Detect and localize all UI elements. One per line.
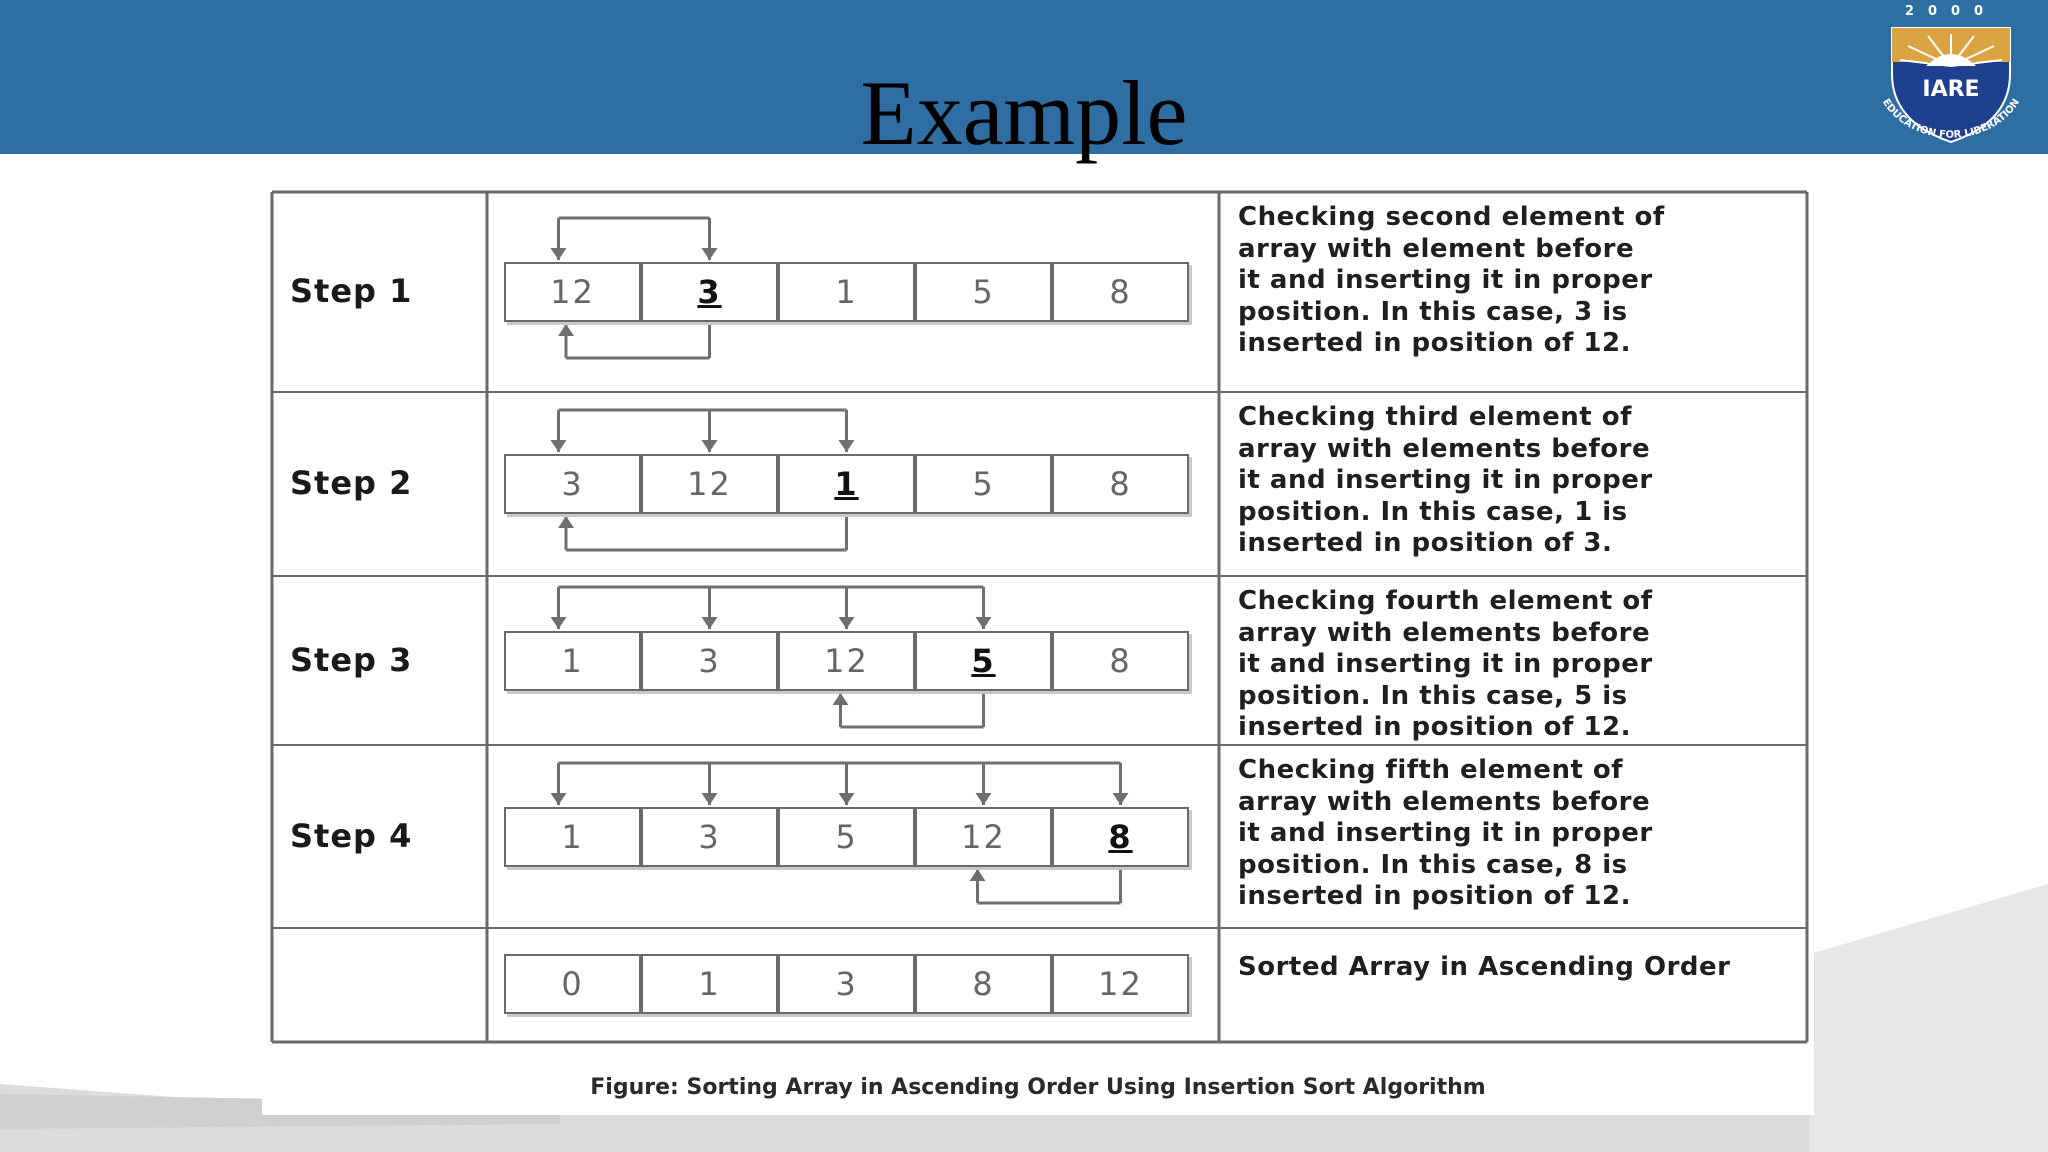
array-cell [641,954,778,1014]
insertion-arrowhead [969,869,986,881]
comparison-arrowhead [838,617,855,629]
array-cell-value: 12 [550,273,595,311]
array-cell [504,954,641,1014]
array-cell [1052,262,1189,322]
array-cell-value: 8 [1109,465,1132,503]
array-cell [915,631,1052,691]
comparison-arrowhead [550,617,567,629]
array-cell-value: 12 [687,465,732,503]
array-cell-value: 12 [1098,965,1143,1003]
step-label: Step 4 [290,817,413,855]
comparison-arrowhead [550,440,567,452]
array-cell [641,807,778,867]
figure-caption: Figure: Sorting Array in Ascending Order… [590,1075,1486,1100]
array-cell-value: 1 [561,818,584,856]
array-cell-value: 8 [972,965,995,1003]
insertion-sort-figure: Step 1 12 3 1 5 8 Checking second element of a… [262,180,1814,1115]
step-label: Step 1 [290,272,413,310]
logo-year: 2000 [1904,4,1998,19]
array-cell [778,262,915,322]
iare-logo: 2000 IARE EDUCATION FOR LIBERATION [1862,4,2040,150]
array-cell [778,954,915,1014]
comparison-arrowhead [550,793,567,805]
comparison-arrowhead [701,617,718,629]
array-cell-value: 8 [1109,642,1132,680]
array-cell-value: 1 [835,273,858,311]
comparison-arrowhead [550,248,567,260]
insertion-arrowhead [832,693,849,705]
array-cell [641,631,778,691]
key-element-value: 1 [834,465,859,503]
array-cell [915,262,1052,322]
array-cell-value: 0 [561,965,584,1003]
key-element-value: 3 [697,273,722,311]
logo-name: IARE [1922,77,1979,102]
array-cell-value: 3 [561,465,584,503]
title-bar [0,0,2048,154]
array-cell [504,454,641,514]
step-description: Checking third element of array with ele… [1238,402,1653,558]
insertion-arrowhead [558,324,574,336]
array-cell [641,262,778,322]
array-cell [778,807,915,867]
array-cell-value: 3 [698,818,721,856]
array-cell [641,454,778,514]
array-cell [1052,454,1189,514]
array-cell [915,454,1052,514]
sorted-result-text: Sorted Array in Ascending Order [1238,952,1731,982]
comparison-arrowhead [975,793,992,805]
array-cell [504,262,641,322]
step-label: Step 2 [290,464,413,502]
array-cell-value: 3 [698,642,721,680]
array-cell-value: 5 [972,273,995,311]
array-cell [778,454,915,514]
array-cell [1052,631,1189,691]
comparison-arrowhead [701,440,718,452]
array-cell [1052,807,1189,867]
array-cell [504,631,641,691]
array-cell-value: 1 [698,965,721,1003]
array-cell-value: 8 [1109,273,1132,311]
array-cell [778,631,915,691]
array-cell [504,807,641,867]
logo-emblem: IARE EDUCATION FOR LIBERATION [1880,27,2022,144]
step-label: Step 3 [290,641,413,679]
array-cell-value: 5 [835,818,858,856]
slide-title: Example [860,62,1188,164]
step-description: Checking fifth element of array with ele… [1238,755,1653,911]
step-description: Checking second element of array with el… [1238,202,1665,358]
step-description: Checking fourth element of array with el… [1238,586,1653,742]
array-cell-value: 12 [961,818,1006,856]
array-cell-value: 3 [835,965,858,1003]
array-cell-value: 12 [824,642,869,680]
array-cell [915,954,1052,1014]
comparison-arrowhead [838,440,855,452]
figure-grid [270,190,1809,1044]
key-element-value: 8 [1108,818,1133,856]
array-cell-value: 1 [561,642,584,680]
comparison-arrowhead [838,793,855,805]
slide-backdrop [0,884,2048,1152]
array-cell [1052,954,1189,1014]
array-cell [915,807,1052,867]
comparison-arrowhead [975,617,992,629]
key-element-value: 5 [971,642,996,680]
comparison-arrowhead [701,248,718,260]
insertion-arrowhead [558,516,574,528]
comparison-arrowhead [1112,793,1129,805]
comparison-arrowhead [701,793,718,805]
array-cell-value: 5 [972,465,995,503]
